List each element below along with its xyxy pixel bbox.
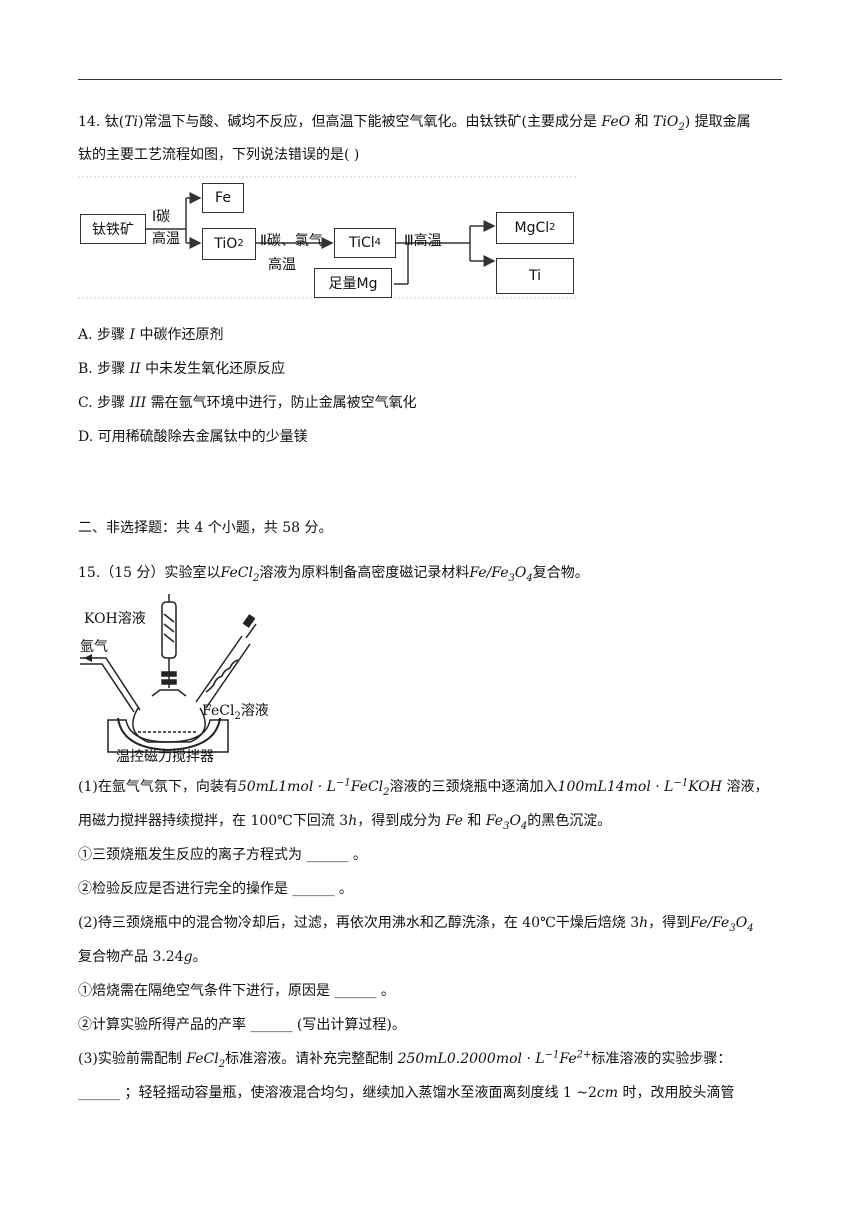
q14-stem-line1: 14. 钛(Ti)常温下与酸、碱均不反应，但高温下能被空气氧化。由钛铁矿(主要成… [78, 114, 751, 133]
q14-option-a: A. 步骤 I 中碳作还原剂 [78, 327, 224, 343]
q15-part2-q2: ②计算实验所得产品的产率 ______ (写出计算过程)。 [78, 1017, 406, 1033]
apparatus-label-stirrer: 温控磁力搅拌器 [116, 749, 214, 765]
flow-box-ilmenite: 钛铁矿 [80, 214, 146, 244]
q15-part1-line2: 用磁力搅拌器持续搅拌，在 100℃下回流 3h，得到成分为 Fe 和 Fe3O4… [78, 813, 612, 832]
q15-part1-line1: (1)在氩气气氛下，向装有50mL1mol · L−1FeCl2溶液的三颈烧瓶中… [78, 777, 769, 798]
q14-option-d: D. 可用稀硫酸除去金属钛中的少量镁 [78, 429, 308, 445]
apparatus-label-koh: KOH溶液 [84, 611, 146, 627]
q14-stem-line2: 钛的主要工艺流程如图，下列说法错误的是( ) [78, 147, 360, 163]
q15-part2-line1: (2)待三颈烧瓶中的混合物冷却后，过滤，再依次用沸水和乙醇洗涤，在 40℃干燥后… [78, 915, 754, 934]
flow-arrows [78, 176, 578, 299]
header-rule [78, 79, 782, 80]
flow-box-mg: 足量Mg [314, 268, 392, 298]
flow-label-step2-top: Ⅱ碳、氯气 [260, 233, 323, 249]
flow-label-step3: Ⅲ高温 [404, 233, 442, 249]
q15-part3-line2: ______ ；轻轻摇动容量瓶，使溶液混合均匀，继续加入蒸馏水至液面离刻度线 1… [78, 1085, 735, 1101]
q15-stem: 15.（15 分）实验室以FeCl2溶液为原料制备高密度磁记录材料Fe/Fe3O… [78, 565, 589, 584]
q15-part2-line2: 复合物产品 3.24g。 [78, 949, 207, 965]
apparatus-label-fecl2: FeCl2溶液 [202, 703, 269, 722]
q15-part3-line1: (3)实验前需配制 FeCl2标准溶液。请补充完整配制 250mL0.2000m… [78, 1049, 732, 1070]
flow-box-ti: Ti [496, 258, 574, 294]
q15-part1-q1: ①三颈烧瓶发生反应的离子方程式为 ______ 。 [78, 847, 367, 863]
flow-box-fe: Fe [202, 183, 244, 213]
q15-part2-q1: ①焙烧需在隔绝空气条件下进行，原因是 ______ 。 [78, 983, 395, 999]
flow-label-step2-bottom: 高温 [268, 257, 296, 273]
flow-label-step1-bottom: 高温 [152, 231, 180, 247]
q14-option-b: B. 步骤 II 中未发生氧化还原反应 [78, 361, 286, 377]
q14-option-c: C. 步骤 III 需在氩气环境中进行，防止金属被空气氧化 [78, 395, 417, 411]
apparatus-label-argon: 氩气 [80, 639, 108, 655]
q14-number: 14. [78, 114, 101, 130]
q15-part1-q2: ②检验反应是否进行完全的操作是 ______ 。 [78, 881, 353, 897]
apparatus-diagram: KOH溶液 氩气 FeCl2溶液 温控磁力搅拌器 [78, 592, 278, 765]
apparatus-drawing [80, 594, 257, 753]
flow-label-step1-top: Ⅰ碳 [152, 209, 171, 225]
section-2-heading: 二、非选择题：共 4 个小题，共 58 分。 [78, 520, 333, 536]
